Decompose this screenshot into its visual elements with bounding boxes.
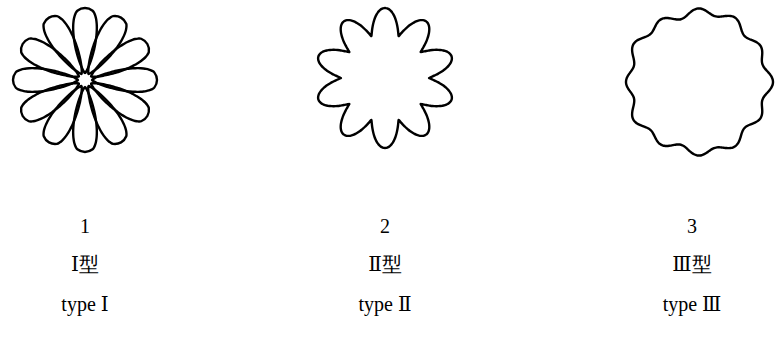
figure-number: 1 [80, 214, 90, 238]
petal-outline [73, 87, 97, 152]
type-label: type Ⅱ [358, 292, 411, 316]
lobed-flower [318, 8, 452, 148]
figure-number: 3 [687, 214, 697, 238]
petal-outline [43, 16, 81, 74]
petal-outline [92, 68, 157, 92]
wavy-circle [626, 8, 773, 155]
petal-outline [13, 68, 78, 92]
type-label: Ⅲ型 [672, 252, 711, 276]
type-label: Ⅱ型 [368, 252, 402, 276]
petal-flower [13, 8, 157, 152]
type-label: type Ⅰ [61, 292, 108, 316]
petal-outline [73, 8, 97, 73]
type-label: type Ⅲ [663, 292, 722, 316]
type-label: Ⅰ型 [71, 252, 99, 276]
figure-number: 2 [380, 214, 390, 238]
